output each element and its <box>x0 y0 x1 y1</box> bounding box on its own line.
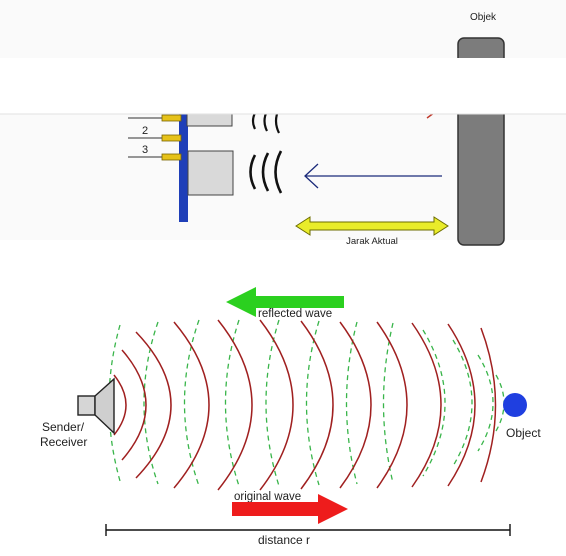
pin-label-3: 3 <box>142 144 148 156</box>
distance-arrow-top <box>295 216 449 236</box>
distance-r-line <box>105 524 511 536</box>
received-wave-arcs <box>249 150 283 194</box>
object-label-bottom: Object <box>506 426 541 440</box>
distance-label-backdrop <box>244 532 326 546</box>
sensor-pins <box>128 114 182 161</box>
echo-arrow <box>304 163 442 189</box>
sender-label-line1: Sender/ <box>42 420 85 434</box>
sensor-pcb <box>179 100 188 222</box>
object-dot <box>503 393 527 417</box>
speaker-icon <box>77 377 115 435</box>
top-diagram: Objek 2 3 <box>0 0 566 247</box>
object-label: Objek <box>470 12 497 23</box>
pin-label-2: 2 <box>142 125 148 137</box>
dashed-wave-arcs <box>108 319 505 487</box>
solid-wave-arcs <box>113 319 497 491</box>
original-wave-arrow <box>232 494 348 524</box>
distance-r-label: distance r <box>258 533 310 547</box>
original-wave-label: original wave <box>234 491 301 503</box>
transducer-bottom <box>187 150 234 196</box>
sender-label-line2: Receiver <box>40 435 87 449</box>
reflected-wave-label: reflected wave <box>258 308 332 320</box>
actual-distance-label: Jarak Aktual <box>346 236 398 247</box>
reflected-wave-arrow <box>226 287 344 317</box>
bottom-diagram: Sender/ Receiver Object reflected wave o… <box>40 287 541 547</box>
overlay-bar <box>0 58 566 114</box>
